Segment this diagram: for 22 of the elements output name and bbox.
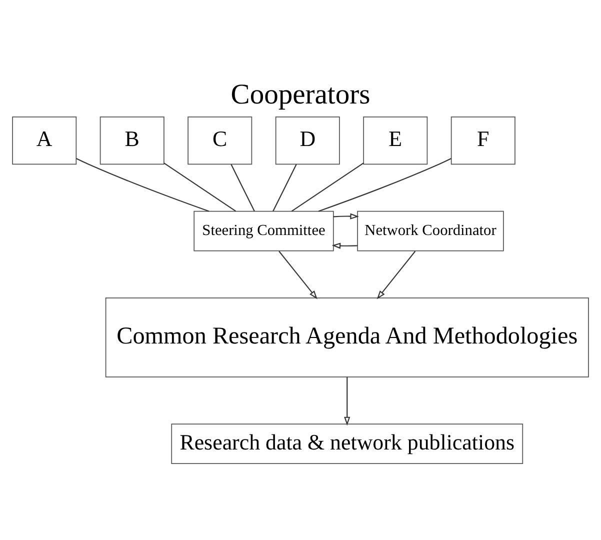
node-box: Research data & network publications <box>171 424 524 464</box>
node-box: B <box>100 116 164 165</box>
connector <box>76 158 210 212</box>
connector <box>318 158 452 212</box>
arrow <box>333 213 359 220</box>
node-box: A <box>12 116 77 165</box>
arrow <box>376 250 416 300</box>
connector <box>291 162 364 212</box>
node-box: F <box>450 116 516 165</box>
connector <box>164 162 236 212</box>
arrow <box>278 250 318 300</box>
node-box: Common Research Agenda And Methodologies <box>105 298 589 378</box>
arrow <box>344 377 350 426</box>
node-box: Steering Committee <box>194 210 334 252</box>
node-box: D <box>275 116 340 165</box>
connector <box>230 164 255 212</box>
diagram-title: Cooperators <box>230 80 370 111</box>
node-box: C <box>188 116 252 165</box>
node-box: E <box>363 116 428 165</box>
node-box: Network Coordinator <box>357 210 504 252</box>
arrow <box>332 242 358 249</box>
connector <box>272 164 297 212</box>
